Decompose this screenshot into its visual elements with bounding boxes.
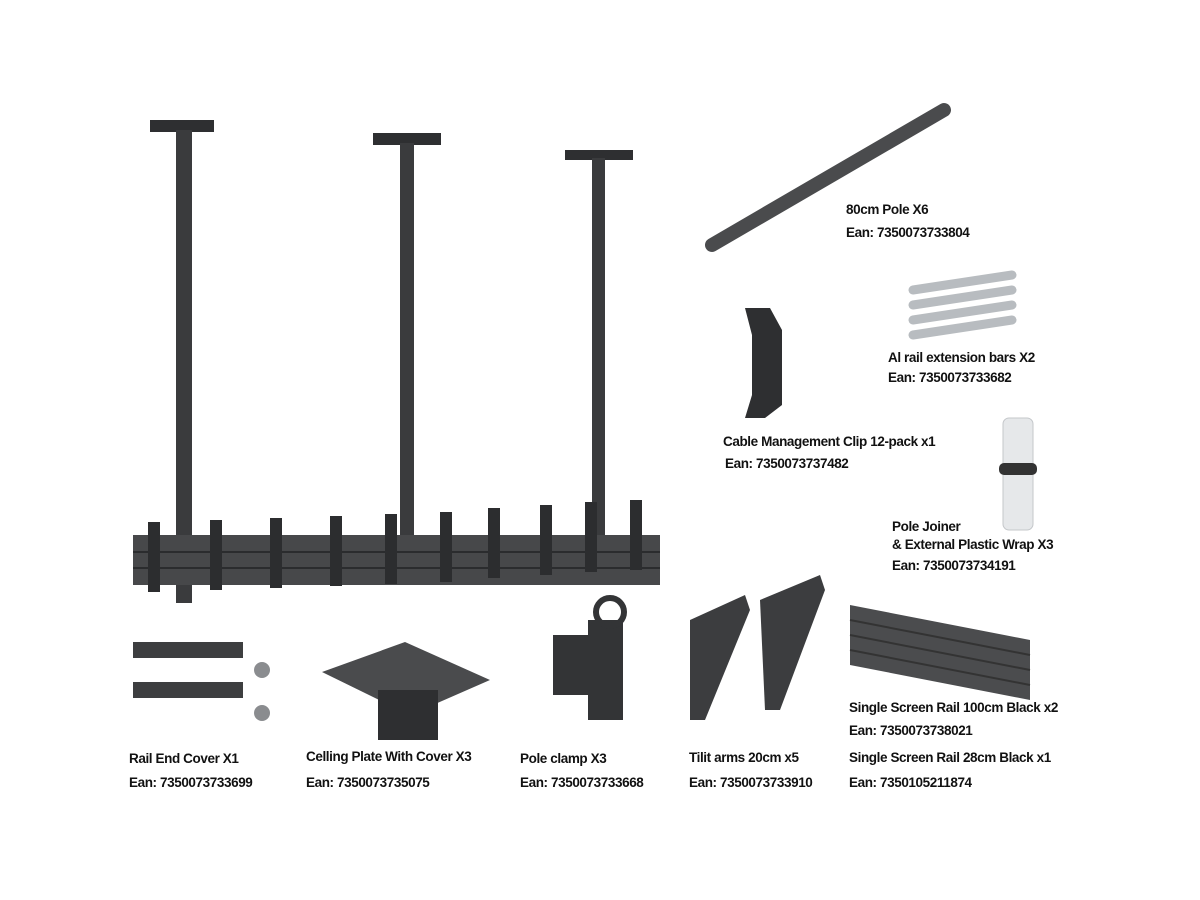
tilt-arms-illustration [690, 575, 825, 720]
part-ean-cable-clip: Ean: 7350073737482 [725, 456, 849, 471]
part-name-ceiling-plate: Celling Plate With Cover X3 [306, 749, 472, 764]
part-name-pole-joiner: Pole Joiner [892, 519, 961, 534]
pole-illustration [705, 103, 951, 252]
rail-end-cover-illustration [133, 642, 270, 721]
screen-rail-illustration [849, 605, 1031, 700]
rail-extension-bars-illustration [908, 270, 1017, 340]
part-ean-rail-100: Ean: 7350073738021 [849, 723, 973, 738]
assembled-mount-illustration [133, 120, 660, 603]
part-name-rail-100: Single Screen Rail 100cm Black x2 [849, 700, 1058, 715]
part-ean-tilt-arms: Ean: 7350073733910 [689, 775, 813, 790]
part-name-rail-28: Single Screen Rail 28cm Black x1 [849, 750, 1051, 765]
part-ean-rail-extension: Ean: 7350073733682 [888, 370, 1012, 385]
part-name-tilt-arms: Tilit arms 20cm x5 [689, 750, 799, 765]
part-name-pole: 80cm Pole X6 [846, 202, 929, 217]
part-name-pole-joiner-line2: & External Plastic Wrap X3 [892, 537, 1054, 552]
pole-clamp-illustration [553, 595, 627, 720]
part-ean-pole: Ean: 7350073733804 [846, 225, 970, 240]
part-ean-ceiling-plate: Ean: 7350073735075 [306, 775, 430, 790]
part-ean-rail-end-cover: Ean: 7350073733699 [129, 775, 253, 790]
part-name-pole-clamp: Pole clamp X3 [520, 751, 607, 766]
cable-clip-illustration [745, 308, 782, 418]
part-name-rail-end-cover: Rail End Cover X1 [129, 751, 239, 766]
part-name-cable-clip: Cable Management Clip 12-pack x1 [723, 434, 936, 449]
pole-joiner-illustration [999, 417, 1037, 531]
part-ean-rail-28: Ean: 7350105211874 [849, 775, 972, 790]
ceiling-plate-illustration [322, 642, 490, 740]
part-ean-pole-joiner: Ean: 7350073734191 [892, 558, 1016, 573]
part-name-rail-extension: Al rail extension bars X2 [888, 350, 1035, 365]
part-ean-pole-clamp: Ean: 7350073733668 [520, 775, 644, 790]
